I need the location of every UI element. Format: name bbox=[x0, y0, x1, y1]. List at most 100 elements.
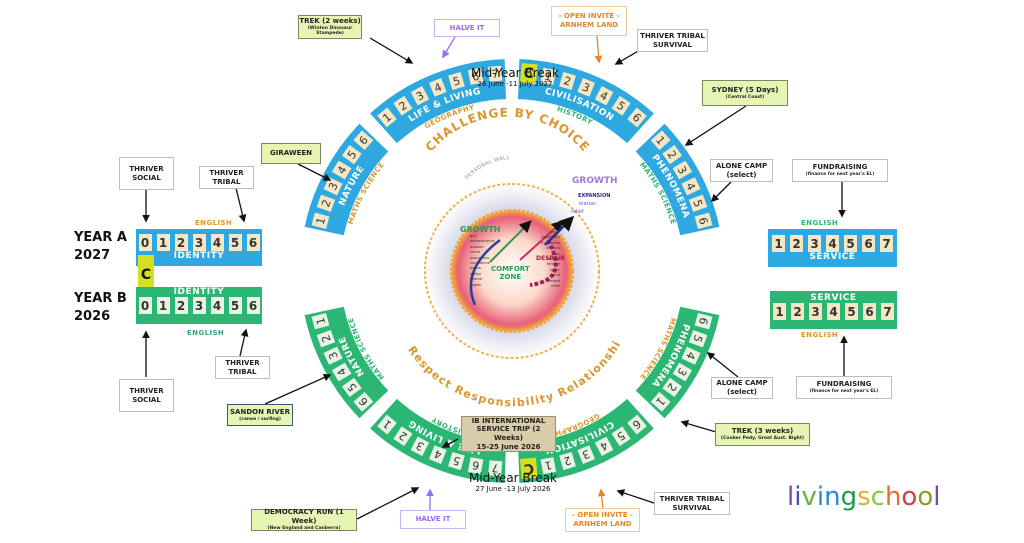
module-cell[interactable]: 1 bbox=[772, 235, 785, 252]
module-cell[interactable] bbox=[681, 177, 701, 196]
module-cell[interactable]: 3 bbox=[809, 303, 822, 320]
module-cell[interactable] bbox=[540, 457, 557, 475]
module-cell[interactable] bbox=[694, 312, 713, 330]
sandon-river-box[interactable]: SANDON RIVER(canoe / surfing) bbox=[227, 404, 293, 426]
module-cell[interactable]: 3 bbox=[192, 234, 206, 251]
module-cell[interactable] bbox=[688, 194, 708, 212]
democracy-run-box[interactable]: DEMOCRACY RUN (1 Week)(New England and C… bbox=[251, 508, 357, 531]
module-cell[interactable]: 7 bbox=[880, 235, 893, 252]
c-tag[interactable] bbox=[519, 457, 538, 479]
module-cell[interactable] bbox=[311, 312, 330, 330]
module-cell[interactable]: 7 bbox=[881, 303, 894, 320]
c-tag[interactable] bbox=[519, 63, 538, 85]
module-cell[interactable]: 2 bbox=[174, 297, 188, 314]
trek-2-weeks-box[interactable]: TREK (2 weeks)(Winton Dinosaur Stampede) bbox=[298, 15, 362, 39]
module-cell[interactable] bbox=[316, 194, 336, 212]
module-cell[interactable] bbox=[594, 86, 614, 106]
module-cell[interactable]: 6 bbox=[246, 297, 260, 314]
module-cell[interactable]: 5 bbox=[845, 303, 858, 320]
module-cell[interactable] bbox=[377, 414, 397, 435]
module-cell[interactable]: 2 bbox=[791, 303, 804, 320]
module-cell[interactable]: 4 bbox=[210, 297, 224, 314]
module-cell[interactable] bbox=[341, 144, 362, 165]
module-cell[interactable] bbox=[488, 460, 503, 477]
module-cell[interactable] bbox=[331, 362, 352, 382]
module-cell[interactable] bbox=[681, 346, 701, 365]
module-cell[interactable]: 0 bbox=[138, 234, 152, 251]
c-tag[interactable]: C bbox=[138, 255, 154, 295]
giraween-box[interactable]: GIRAWEEN bbox=[261, 143, 321, 164]
module-cell[interactable] bbox=[341, 377, 362, 398]
module-cell[interactable]: 6 bbox=[246, 234, 260, 251]
open-invite-box-b[interactable]: - OPEN INVITE -ARNHEM LAND bbox=[565, 508, 640, 532]
module-cell[interactable] bbox=[594, 436, 614, 456]
module-cell[interactable] bbox=[559, 71, 576, 90]
module-cell[interactable] bbox=[353, 391, 374, 412]
module-cell[interactable] bbox=[377, 107, 397, 128]
module-cell[interactable] bbox=[662, 377, 683, 398]
module-cell[interactable] bbox=[650, 130, 671, 151]
module-cell[interactable] bbox=[393, 95, 413, 116]
module-cell[interactable] bbox=[323, 177, 343, 196]
halve-it-box-a[interactable]: HALVE IT bbox=[434, 19, 500, 37]
module-cell[interactable]: 4 bbox=[826, 235, 839, 252]
halve-it-box-b[interactable]: HALVE IT bbox=[400, 510, 466, 529]
module-cell[interactable] bbox=[331, 160, 352, 180]
module-cell[interactable]: 3 bbox=[192, 297, 206, 314]
open-invite-box-a[interactable]: - OPEN INVITE -ARNHEM LAND bbox=[551, 6, 627, 36]
module-cell[interactable]: 6 bbox=[863, 303, 876, 320]
module-cell[interactable] bbox=[540, 67, 557, 85]
module-cell[interactable]: 6 bbox=[862, 235, 875, 252]
module-cell[interactable] bbox=[577, 445, 596, 464]
module-cell[interactable] bbox=[467, 457, 484, 475]
module-cell[interactable] bbox=[688, 330, 708, 348]
module-cell[interactable] bbox=[627, 107, 647, 128]
module-cell[interactable] bbox=[467, 67, 484, 85]
module-cell[interactable] bbox=[448, 452, 465, 471]
module-cell[interactable] bbox=[393, 426, 413, 447]
module-cell[interactable] bbox=[353, 130, 374, 151]
module-cell[interactable]: 2 bbox=[790, 235, 803, 252]
module-cell[interactable]: 1 bbox=[156, 297, 170, 314]
module-cell[interactable] bbox=[488, 65, 503, 82]
alone-camp-box-b[interactable]: ALONE CAMP(select) bbox=[711, 377, 773, 399]
trek-3-weeks-box[interactable]: TREK (3 weeks)(Coober Pedy, Great Aust. … bbox=[715, 423, 810, 446]
module-cell[interactable] bbox=[410, 86, 430, 106]
module-cell[interactable] bbox=[323, 346, 343, 365]
module-cell[interactable]: 2 bbox=[174, 234, 188, 251]
module-cell[interactable]: 5 bbox=[228, 234, 242, 251]
module-cell[interactable] bbox=[316, 330, 336, 348]
module-cell[interactable] bbox=[611, 95, 631, 116]
fundraising-box-a[interactable]: FUNDRAISING(finance for next year's EL) bbox=[792, 159, 888, 182]
module-cell[interactable] bbox=[448, 71, 465, 90]
fundraising-box-b[interactable]: FUNDRAISING(finance for next year's EL) bbox=[796, 376, 892, 399]
module-cell[interactable]: 4 bbox=[210, 234, 224, 251]
module-cell[interactable] bbox=[311, 212, 330, 230]
module-cell[interactable] bbox=[627, 414, 647, 435]
module-cell[interactable]: 0 bbox=[138, 297, 152, 314]
module-cell[interactable] bbox=[428, 445, 447, 464]
module-cell[interactable]: 3 bbox=[808, 235, 821, 252]
module-cell[interactable]: 4 bbox=[827, 303, 840, 320]
module-cell[interactable] bbox=[559, 452, 576, 471]
module-cell[interactable] bbox=[650, 391, 671, 412]
module-cell[interactable] bbox=[662, 144, 683, 165]
module-cell[interactable]: 5 bbox=[228, 297, 242, 314]
sydney-box[interactable]: SYDNEY (5 Days)(Central Coast) bbox=[702, 80, 788, 106]
module-cell[interactable] bbox=[672, 160, 693, 180]
module-cell[interactable]: 5 bbox=[844, 235, 857, 252]
module-cell[interactable] bbox=[428, 78, 447, 97]
module-cell[interactable] bbox=[694, 212, 713, 230]
module-cell[interactable] bbox=[611, 426, 631, 447]
module-cell[interactable]: 1 bbox=[773, 303, 786, 320]
